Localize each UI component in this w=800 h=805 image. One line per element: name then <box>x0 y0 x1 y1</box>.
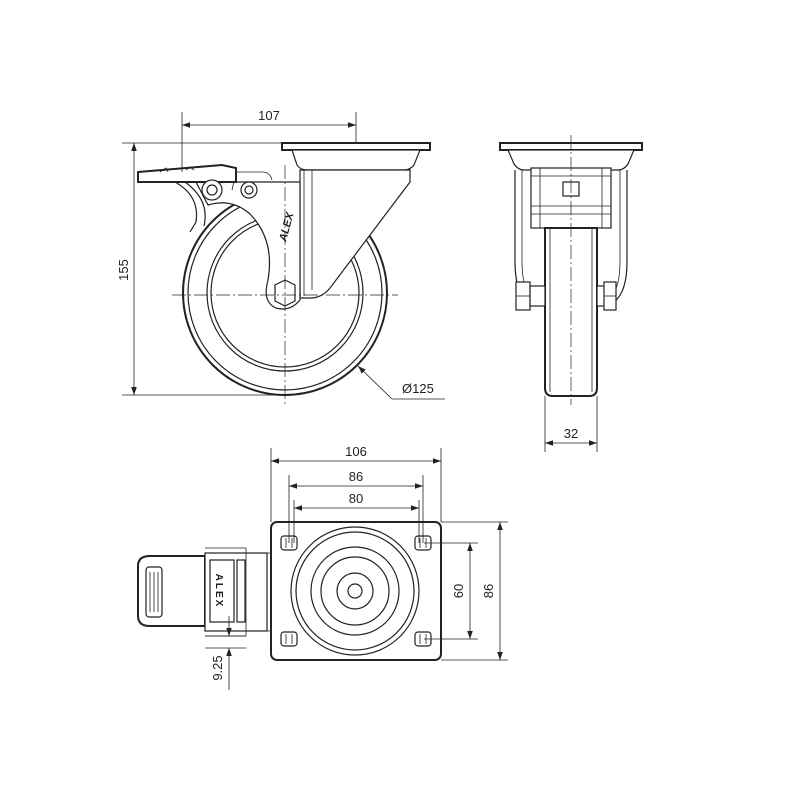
side-brake-pedal <box>137 163 237 233</box>
side-dimension-height: 155 <box>116 142 285 396</box>
top-brand-logo: ALEX <box>213 574 224 609</box>
top-dimension-80: 80 <box>293 491 420 543</box>
dim-side-height: 155 <box>116 259 131 281</box>
dim-plate-width: 106 <box>345 444 367 459</box>
side-top-plate <box>281 142 431 171</box>
top-dimension-86-vertical: 86 <box>441 521 508 661</box>
dim-hole-vertical-outer: 86 <box>481 584 496 598</box>
top-view: ALEX <box>137 521 442 661</box>
side-dimension-diameter: Ø125 <box>357 365 445 400</box>
dim-brake-offset: 9.25 <box>210 655 225 680</box>
side-fork <box>299 169 411 299</box>
side-view: ALEX <box>137 142 431 405</box>
top-dimension-106: 106 <box>270 444 442 522</box>
dim-side-width: 107 <box>258 108 280 123</box>
top-dimension-86: 86 <box>288 469 424 543</box>
side-dimension-width: 107 <box>181 108 357 172</box>
top-dimension-60: 60 <box>424 542 478 640</box>
front-dimension-width: 32 <box>544 396 598 452</box>
top-brake-pedal <box>137 547 271 637</box>
side-brake-plate <box>195 171 301 310</box>
dim-hole-vertical-inner: 60 <box>451 584 466 598</box>
front-view <box>499 135 643 405</box>
top-dimension-9-25: 9.25 <box>205 616 246 690</box>
dim-wheel-diameter: Ø125 <box>402 381 434 396</box>
side-pivot-bolts <box>201 179 258 201</box>
dim-hole-inner: 80 <box>349 491 363 506</box>
dim-hole-outer: 86 <box>349 469 363 484</box>
dim-front-width: 32 <box>564 426 578 441</box>
